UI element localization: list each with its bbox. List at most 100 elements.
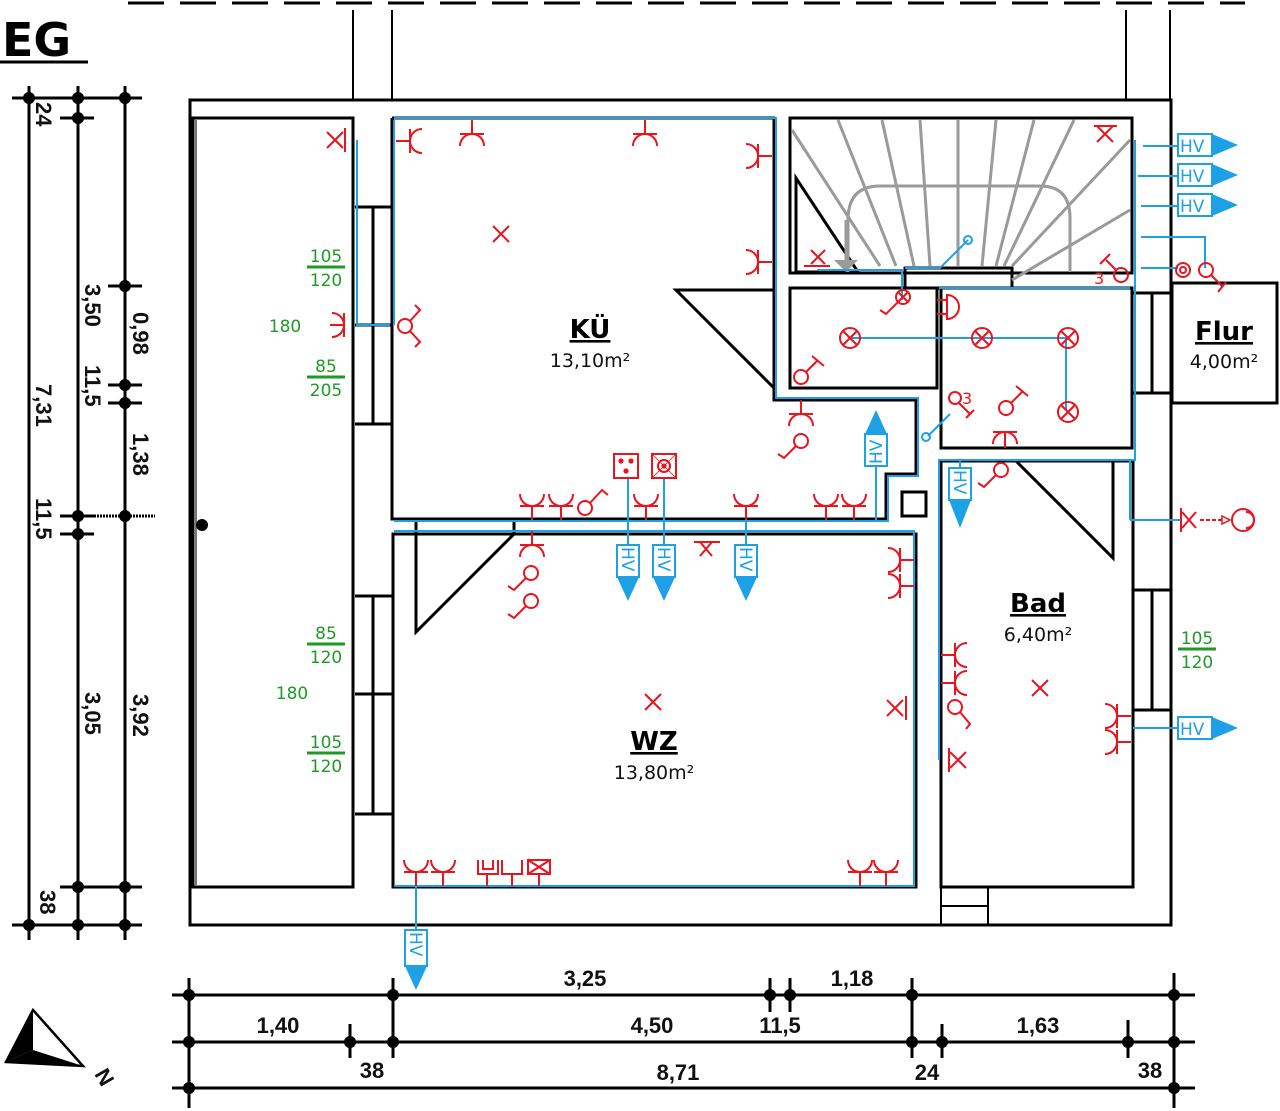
hv-terminal: HV [734, 544, 758, 601]
window-labels: 105 120 85 205 85 120 105 120 105 120 18… [269, 247, 1216, 777]
window-height: 120 [310, 271, 342, 291]
window-width: 85 [315, 357, 337, 377]
svg-text:11,5: 11,5 [31, 498, 56, 540]
svg-text:1,18: 1,18 [831, 966, 874, 991]
socket-icon [632, 120, 658, 147]
socket-icon [519, 531, 545, 558]
svg-text:HV: HV [949, 470, 969, 495]
svg-text:8,71: 8,71 [657, 1060, 700, 1085]
socket-icon [459, 120, 485, 147]
window-height: 205 [310, 381, 342, 401]
room-area: 13,10m² [550, 350, 631, 372]
window-width: 105 [1181, 629, 1213, 649]
switch-icon [977, 462, 1009, 489]
socket-icon [745, 143, 772, 169]
switch-icon [507, 565, 539, 592]
socket-icon [1104, 729, 1131, 755]
socket-icon [1104, 703, 1131, 729]
electrical-symbols: 3 3 [326, 120, 1255, 886]
lamp-icon [971, 327, 993, 349]
svg-text:38: 38 [360, 1058, 384, 1083]
svg-text:HV: HV [1180, 197, 1205, 217]
wall-light-icon [804, 249, 830, 267]
svg-text:3,92: 3,92 [128, 694, 153, 737]
wall-light-icon [326, 128, 346, 152]
socket-icon [841, 493, 867, 520]
buzzer-icon [937, 293, 960, 321]
walls [188, 10, 1279, 927]
socket-icon [403, 859, 429, 886]
svg-text:3,50: 3,50 [80, 284, 105, 327]
hv-terminal: HV [1177, 193, 1238, 217]
wall-light-icon [886, 696, 907, 720]
window-height: 120 [1181, 653, 1213, 673]
room-name: Flur [1195, 317, 1253, 347]
room-name: WZ [630, 727, 678, 757]
hv-terminal: HV [1177, 133, 1238, 157]
svg-text:HV: HV [1180, 137, 1205, 157]
bell-button-icon [1175, 262, 1191, 278]
socket-icon [941, 642, 968, 668]
room-name: Bad [1010, 589, 1066, 619]
room-labels: KÜ 13,10m² WZ 13,80m² Bad 6,40m² Flur 4,… [550, 312, 1258, 784]
floor-title: EG [2, 13, 71, 67]
svg-text:HV: HV [735, 547, 755, 572]
lamp-icon [1057, 327, 1079, 349]
svg-text:3,25: 3,25 [564, 966, 607, 991]
window-height: 120 [310, 648, 342, 668]
hv-terminals: HV HV HV HV HV HV HV [404, 133, 1238, 990]
data-socket-icon [501, 860, 523, 886]
svg-text:HV: HV [653, 547, 673, 572]
svg-text:38: 38 [1138, 1058, 1162, 1083]
svg-text:3: 3 [962, 389, 972, 408]
hv-terminal: HV [1177, 716, 1238, 740]
svg-text:38: 38 [35, 890, 60, 914]
room-name: KÜ [570, 312, 611, 345]
socket-icon [887, 547, 914, 573]
svg-text:1,40: 1,40 [257, 1013, 300, 1038]
stove-outlet-icon [613, 453, 639, 479]
socket-icon [813, 493, 839, 520]
cable-routes [356, 117, 1206, 930]
room-area: 4,00m² [1190, 351, 1258, 373]
svg-text:24: 24 [915, 1060, 940, 1085]
ceiling-light-icon [1031, 679, 1049, 697]
socket-icon [548, 493, 574, 520]
socket-icon [887, 573, 914, 599]
socket-icon [873, 859, 899, 886]
hv-terminal: HV [652, 544, 676, 601]
staircase [790, 119, 1132, 282]
socket-icon [992, 431, 1018, 448]
data-socket-icon [477, 860, 499, 886]
switch-icon [507, 593, 539, 620]
socket-icon [745, 249, 772, 275]
doorbell-icon [1200, 508, 1255, 532]
switch-icon [397, 304, 422, 348]
svg-text:1,38: 1,38 [128, 433, 153, 476]
hv-terminal: HV [404, 929, 428, 990]
switch-icon [947, 699, 972, 730]
wall-light-icon [1180, 508, 1197, 532]
svg-text:11,5: 11,5 [759, 1013, 801, 1038]
socket-icon [519, 493, 545, 520]
room-area: 13,80m² [614, 762, 695, 784]
svg-text:7,31: 7,31 [31, 384, 56, 427]
svg-text:HV: HV [1180, 720, 1205, 740]
sill-height: 180 [269, 317, 301, 337]
svg-text:HV: HV [617, 547, 637, 572]
svg-text:4,50: 4,50 [631, 1013, 674, 1038]
socket-icon [633, 493, 659, 520]
hv-terminal: HV [616, 544, 640, 601]
tv-socket-icon [527, 859, 551, 886]
switch-icon [1198, 262, 1227, 293]
hv-terminal: HV [1177, 163, 1238, 187]
fan-outlet-icon [651, 453, 677, 479]
wall-light-icon [948, 748, 967, 772]
window-width: 105 [310, 247, 342, 267]
switch-icon [577, 488, 609, 516]
horizontal-dimensions: 3,25 1,18 1,40 4,50 11,5 1,63 38 8,71 24… [172, 966, 1195, 1108]
window-height: 120 [310, 757, 342, 777]
svg-text:1,63: 1,63 [1017, 1013, 1060, 1038]
switch-icon [793, 355, 825, 385]
